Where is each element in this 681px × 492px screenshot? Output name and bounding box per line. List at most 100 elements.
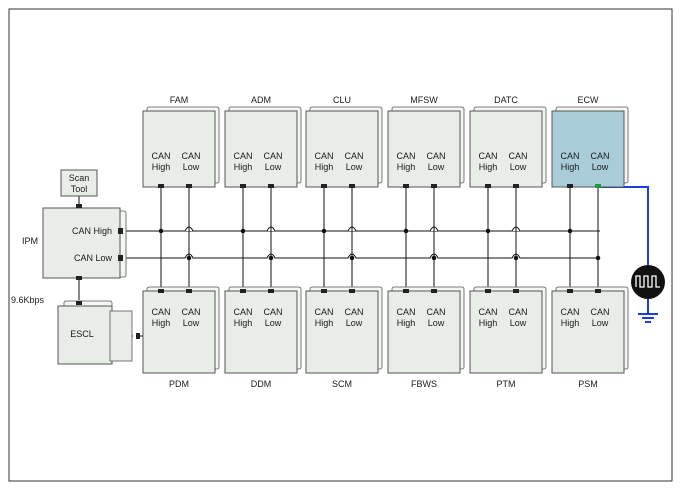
module-name: ECW: [578, 95, 600, 105]
module-name: ADM: [251, 95, 271, 105]
bus-junction: [349, 255, 355, 261]
bus-junction: [240, 228, 246, 234]
can-high-pin: [567, 184, 573, 188]
module-box: [387, 290, 461, 374]
module-name: SCM: [332, 379, 352, 389]
wiring-layer: [78, 186, 649, 337]
module-name: DDM: [251, 379, 272, 389]
ipm-box: [42, 207, 121, 279]
can-high-pin: [321, 289, 327, 293]
module-name: FBWS: [411, 379, 437, 389]
module-name: PDM: [169, 379, 189, 389]
module-box: [224, 110, 298, 188]
can-high-pin: [403, 184, 409, 188]
module-name: MFSW: [410, 95, 438, 105]
bus-junction: [513, 255, 519, 261]
module-box: [551, 290, 625, 374]
module-name: PTM: [497, 379, 516, 389]
can-high-pin: [485, 184, 491, 188]
can-high-pin: [240, 289, 246, 293]
bus-junction: [186, 255, 192, 261]
bus-junction: [158, 228, 164, 234]
module-box: [469, 110, 543, 188]
module-name: CLU: [333, 95, 351, 105]
can-low-pin: [513, 184, 519, 188]
scan-tool-pin: [76, 204, 82, 208]
module-box: [142, 110, 216, 188]
can-low-pin: [431, 184, 437, 188]
can-low-pin: [595, 289, 601, 293]
bus-junction: [403, 228, 409, 234]
lin-speed-label: 9.6Kbps: [11, 295, 45, 305]
can-high-pin: [240, 184, 246, 188]
ipm-label: IPM: [22, 236, 38, 246]
ipm-lin-pin: [76, 276, 82, 280]
module-box: [224, 290, 298, 374]
module-name: FAM: [170, 95, 189, 105]
can-low-pin: [186, 184, 192, 188]
can-low-pin: [431, 289, 437, 293]
can-low-pin: [349, 289, 355, 293]
escl-connector: [109, 310, 133, 362]
ipm-can-low-pin: [118, 255, 123, 261]
can-low-pin: [268, 289, 274, 293]
module-box: [387, 110, 461, 188]
can-low-pin: [268, 184, 274, 188]
escl-box: [57, 305, 113, 365]
module-box: [469, 290, 543, 374]
square-wave-icon: [635, 275, 660, 288]
escl-side-pin: [136, 333, 140, 339]
can-low-pin: [595, 184, 601, 188]
scan-tool-box: [60, 169, 98, 197]
can-low-pin: [349, 184, 355, 188]
can-low-pin: [513, 289, 519, 293]
ipm-can-high-pin: [118, 228, 123, 234]
bus-junction: [567, 228, 573, 234]
escl-pin: [76, 301, 82, 305]
escl-label: ESCL: [70, 329, 94, 339]
bus-junction: [268, 255, 274, 261]
can-high-pin: [403, 289, 409, 293]
can-high-pin: [158, 184, 164, 188]
module-name: PSM: [578, 379, 598, 389]
can-high-pin: [321, 184, 327, 188]
module-box: [305, 110, 379, 188]
ipm-can-high-label: CAN High: [72, 226, 112, 236]
module-box: [305, 290, 379, 374]
ipm-can-low-label: CAN Low: [74, 253, 113, 263]
